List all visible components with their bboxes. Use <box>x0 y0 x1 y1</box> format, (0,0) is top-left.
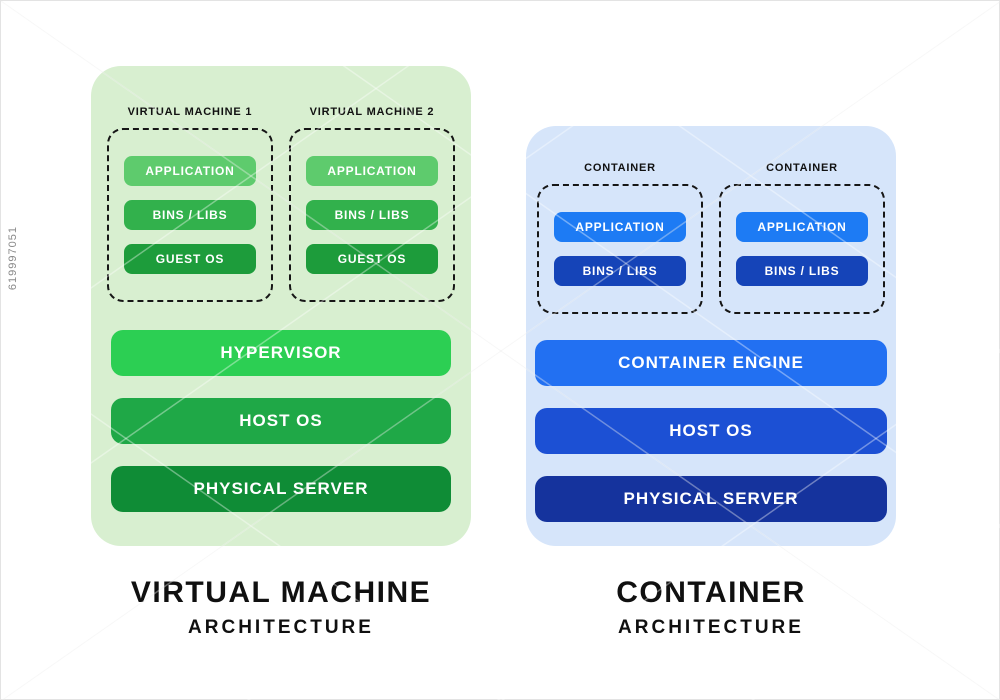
container-caption: CONTAINER ARCHITECTURE <box>526 576 896 639</box>
container-1: CONTAINER APPLICATION BINS / LIBS <box>537 162 703 314</box>
hypervisor-bar: HYPERVISOR <box>111 330 451 376</box>
container-2-box: APPLICATION BINS / LIBS <box>719 184 885 314</box>
vm-title: VIRTUAL MACHINE <box>130 576 432 609</box>
layer-chip-application: APPLICATION <box>124 156 256 186</box>
container-1-box: APPLICATION BINS / LIBS <box>537 184 703 314</box>
container-2: CONTAINER APPLICATION BINS / LIBS <box>719 162 885 314</box>
virtual-machine-1-label: VIRTUAL MACHINE 1 <box>127 106 253 118</box>
container-2-label: CONTAINER <box>766 162 838 174</box>
ct-host-os-bar: HOST OS <box>535 408 887 454</box>
layer-chip-bins-libs: BINS / LIBS <box>124 200 256 230</box>
vm-architecture-panel: VIRTUAL MACHINE 1 APPLICATION BINS / LIB… <box>91 66 471 546</box>
layer-chip-application: APPLICATION <box>554 212 686 242</box>
container-machines-row: CONTAINER APPLICATION BINS / LIBS CONTAI… <box>537 162 885 314</box>
ct-physical-server-bar: PHYSICAL SERVER <box>535 476 887 522</box>
virtual-machine-2-box: APPLICATION BINS / LIBS GUEST OS <box>289 128 455 302</box>
layer-chip-bins-libs: BINS / LIBS <box>306 200 438 230</box>
container-architecture-panel: CONTAINER APPLICATION BINS / LIBS CONTAI… <box>526 126 896 546</box>
virtual-machine-1: VIRTUAL MACHINE 1 APPLICATION BINS / LIB… <box>107 106 273 302</box>
virtual-machine-1-box: APPLICATION BINS / LIBS GUEST OS <box>107 128 273 302</box>
layer-chip-guest-os: GUEST OS <box>306 244 438 274</box>
vm-host-os-bar: HOST OS <box>111 398 451 444</box>
virtual-machine-2-label: VIRTUAL MACHINE 2 <box>309 106 435 118</box>
container-engine-bar: CONTAINER ENGINE <box>535 340 887 386</box>
vm-physical-server-bar: PHYSICAL SERVER <box>111 466 451 512</box>
vm-subtitle: ARCHITECTURE <box>188 617 374 638</box>
layer-chip-guest-os: GUEST OS <box>124 244 256 274</box>
virtual-machine-2: VIRTUAL MACHINE 2 APPLICATION BINS / LIB… <box>289 106 455 302</box>
vm-machines-row: VIRTUAL MACHINE 1 APPLICATION BINS / LIB… <box>107 106 455 302</box>
layer-chip-bins-libs: BINS / LIBS <box>736 256 868 286</box>
container-1-label: CONTAINER <box>584 162 656 174</box>
vm-caption: VIRTUAL MACHINE ARCHITECTURE <box>91 576 471 639</box>
container-title: CONTAINER <box>616 576 806 609</box>
container-subtitle: ARCHITECTURE <box>618 617 804 638</box>
stock-id-watermark: 619997051 <box>7 226 19 291</box>
layer-chip-application: APPLICATION <box>306 156 438 186</box>
layer-chip-application: APPLICATION <box>736 212 868 242</box>
layer-chip-bins-libs: BINS / LIBS <box>554 256 686 286</box>
